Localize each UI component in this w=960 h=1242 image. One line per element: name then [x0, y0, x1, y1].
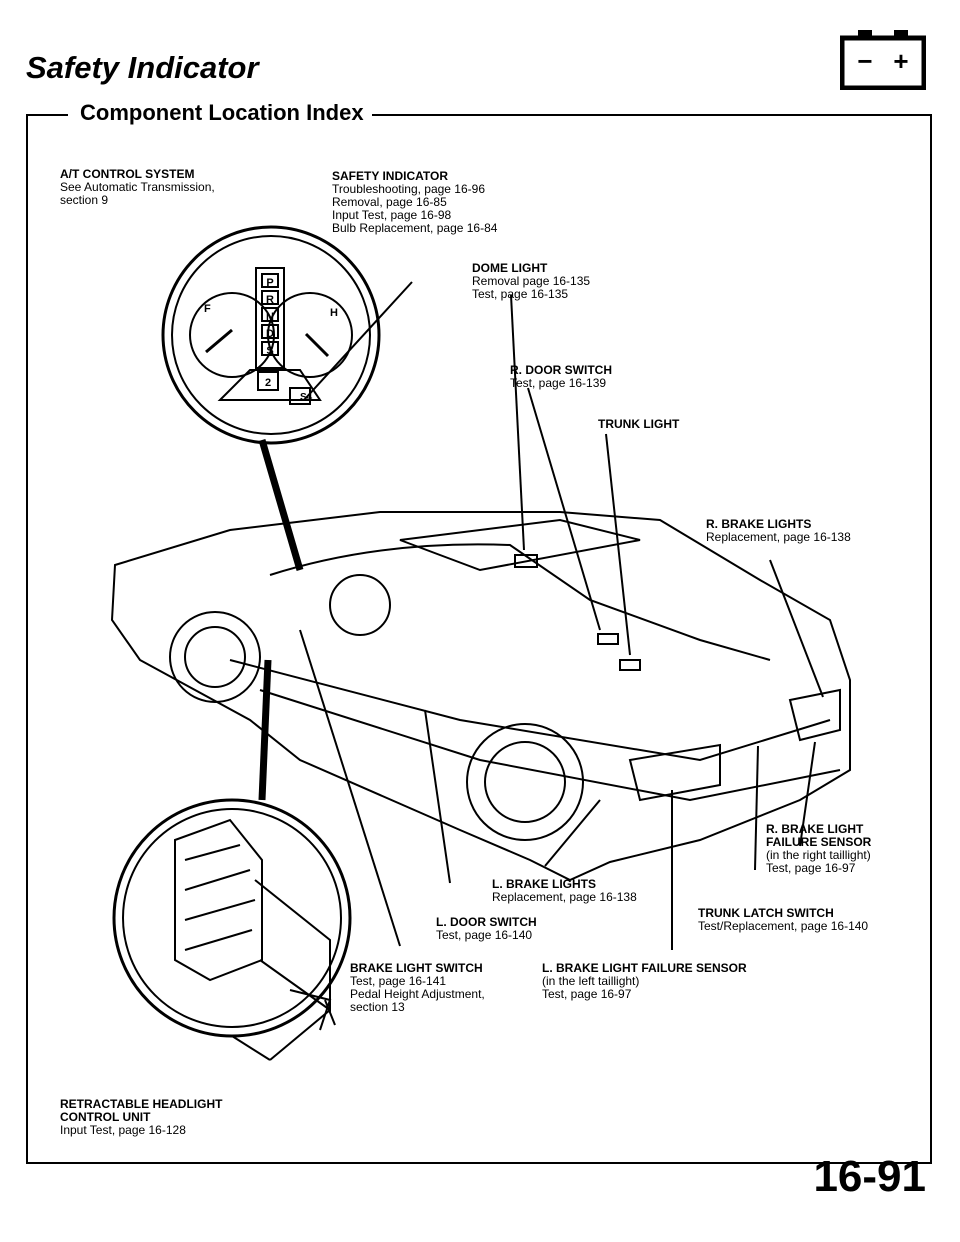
- gauge-inset: [161, 225, 381, 445]
- svg-text:R: R: [266, 294, 274, 306]
- headlight-inset: [112, 798, 352, 1038]
- svg-text:S: S: [266, 345, 273, 357]
- svg-text:+: +: [893, 46, 908, 76]
- page-title: Safety Indicator: [26, 50, 259, 85]
- label-l-brake-light-failure-sensor: L. BRAKE LIGHT FAILURE SENSOR (in the le…: [542, 961, 747, 1001]
- car-body: [110, 511, 851, 882]
- label-trunk-latch-switch: TRUNK LATCH SWITCH Test/Replacement, pag…: [698, 906, 869, 933]
- svg-text:H: H: [330, 307, 338, 319]
- svg-text:D: D: [266, 328, 274, 340]
- svg-text:N: N: [266, 311, 274, 323]
- label-r-brake-light-failure-sensor: R. BRAKE LIGHT FAILURE SENSOR (in the ri…: [766, 822, 872, 875]
- frame-left: [26, 114, 28, 1164]
- label-at-control-system: A/T CONTROL SYSTEM See Automatic Transmi…: [60, 167, 215, 207]
- svg-text:2: 2: [265, 377, 271, 389]
- label-dome-light: DOME LIGHT Removal page 16-135 Test, pag…: [472, 261, 591, 301]
- battery-icon: − +: [839, 28, 927, 91]
- label-retractable-headlight-control-unit: RETRACTABLE HEADLIGHT CONTROL UNIT Input…: [60, 1097, 223, 1137]
- svg-text:−: −: [857, 46, 872, 76]
- label-r-brake-lights: R. BRAKE LIGHTS Replacement, page 16-138: [706, 517, 851, 544]
- label-r-door-switch: R. DOOR SWITCH Test, page 16-139: [510, 363, 612, 390]
- label-safety-indicator: SAFETY INDICATOR Troubleshooting, page 1…: [332, 169, 498, 235]
- frame-right: [930, 114, 932, 1164]
- page-number: 16-91: [813, 1152, 926, 1201]
- label-l-brake-lights: L. BRAKE LIGHTS Replacement, page 16-138: [492, 877, 637, 904]
- label-l-door-switch: L. DOOR SWITCH Test, page 16-140: [436, 915, 537, 942]
- svg-text:S4: S4: [300, 392, 313, 403]
- svg-text:F: F: [204, 303, 211, 315]
- svg-text:P: P: [266, 277, 273, 289]
- section-subtitle: Component Location Index: [80, 100, 364, 125]
- frame-top-right: [372, 114, 932, 116]
- frame-bottom: [26, 1162, 932, 1164]
- label-trunk-light: TRUNK LIGHT: [598, 417, 680, 431]
- frame-top-left: [26, 114, 68, 116]
- label-brake-light-switch: BRAKE LIGHT SWITCH Test, page 16-141 Ped…: [350, 961, 485, 1014]
